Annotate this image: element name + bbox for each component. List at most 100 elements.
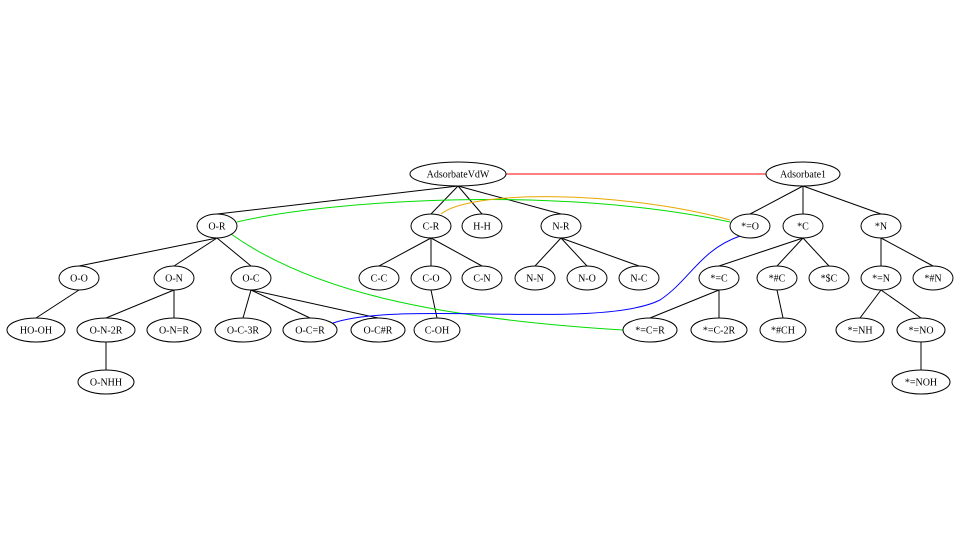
node-seqno[interactable]: *=NO [896,317,946,343]
node-coh[interactable]: C-OH [413,317,461,343]
node-ellipse [540,213,582,239]
node-co[interactable]: C-O [410,265,452,291]
node-sdc[interactable]: *$C [808,265,850,291]
node-ellipse [912,265,954,291]
node-ellipse [410,265,452,291]
node-ellipse [350,317,406,343]
node-cr[interactable]: C-R [410,213,452,239]
node-label: *=C=R [635,326,665,337]
node-label: O-C [242,274,260,285]
node-no[interactable]: N-O [566,265,608,291]
node-on[interactable]: O-N [153,265,195,291]
node-label: *=C [710,274,728,285]
edge-oo-hooh [35,289,80,319]
edge-seqn-seqnh [859,289,882,319]
node-seqc[interactable]: *=C [698,265,740,291]
node-hooh[interactable]: HO-OH [6,317,66,343]
node-label: *#C [769,274,786,285]
edge-a1-so [749,185,804,215]
node-label: *$C [821,274,838,285]
node-so[interactable]: *=O [729,213,771,239]
edge-cr-cc [378,237,432,267]
node-label: *=N [872,274,890,285]
node-label: C-O [422,274,439,285]
node-nr[interactable]: N-R [540,213,582,239]
node-oo[interactable]: O-O [58,265,100,291]
node-a1[interactable]: Adsorbate1 [765,161,841,187]
node-seqnoh[interactable]: *=NOH [891,369,951,395]
node-shn[interactable]: *#N [912,265,954,291]
node-ellipse [514,265,556,291]
node-oc3r[interactable]: O-C-3R [214,317,272,343]
edge-cr-cn [430,237,483,267]
node-label: *=C-2R [703,326,736,337]
node-ellipse [214,317,272,343]
node-or[interactable]: O-R [196,213,238,239]
node-sc[interactable]: *C [782,213,824,239]
node-label: *=O [741,222,759,233]
edge-sc-seqc [718,237,804,267]
node-label: N-C [630,274,648,285]
node-cc[interactable]: C-C [358,265,400,291]
node-ellipse [230,265,272,291]
node-seqnh[interactable]: *=NH [835,317,885,343]
node-label: O-N [165,274,183,285]
edge-seqc-seqceqr [649,289,720,319]
node-label: C-C [371,274,388,285]
node-oneqr[interactable]: O-N=R [146,317,202,343]
node-label: AdsorbateVdW [427,170,490,181]
edge-oc-oc3r [242,289,252,319]
node-label: *=NOH [905,378,937,389]
node-ellipse [860,213,902,239]
node-ellipse [690,317,748,343]
node-label: O-R [208,222,226,233]
edge-sn-shn [880,237,934,267]
node-vdw[interactable]: AdsorbateVdW [409,161,507,187]
edge-sc-shc [776,237,804,267]
edge-on-on2r [105,289,175,319]
node-sn[interactable]: *N [860,213,902,239]
node-ellipse [196,213,238,239]
edge-oceqr-so [332,235,741,324]
node-ellipse [58,265,100,291]
node-seqn[interactable]: *=N [860,265,902,291]
edge-or-seqceqr [230,233,624,331]
node-oc[interactable]: O-C [230,265,272,291]
node-label: Adsorbate1 [780,170,826,181]
node-label: HO-OH [20,326,52,337]
node-seqceqr[interactable]: *=C=R [622,317,678,343]
node-shch[interactable]: *#CH [759,317,807,343]
node-on2r[interactable]: O-N-2R [76,317,136,343]
edge-or-oo [78,237,218,267]
node-nc[interactable]: N-C [618,265,660,291]
node-ellipse [698,265,740,291]
node-ellipse [782,213,824,239]
node-label: *#N [924,274,941,285]
node-hh[interactable]: H-H [461,213,503,239]
node-label: O-N-2R [90,326,123,337]
edge-or-on [173,237,218,267]
edge-oc-oceqr [250,289,311,319]
edge-oc-ochr [250,289,379,319]
node-ellipse [729,213,771,239]
node-cn[interactable]: C-N [461,265,503,291]
node-label: N-R [552,222,570,233]
node-label: *C [797,222,809,233]
edge-or-oc [216,237,252,267]
edge-cr-so [440,196,731,221]
edge-seqn-seqno [880,289,922,319]
node-ellipse [6,317,66,343]
node-nn[interactable]: N-N [514,265,556,291]
node-shc[interactable]: *#C [756,265,798,291]
node-label: O-C-3R [227,326,260,337]
node-seqc2r[interactable]: *=C-2R [690,317,748,343]
node-ochr[interactable]: O-C#R [350,317,406,343]
node-label: O-C=R [295,326,325,337]
node-oceqr[interactable]: O-C=R [282,317,338,343]
node-ellipse [622,317,678,343]
node-ellipse [891,369,951,395]
node-onhh[interactable]: O-NHH [77,369,135,395]
node-ellipse [77,369,135,395]
node-label: C-R [423,222,440,233]
